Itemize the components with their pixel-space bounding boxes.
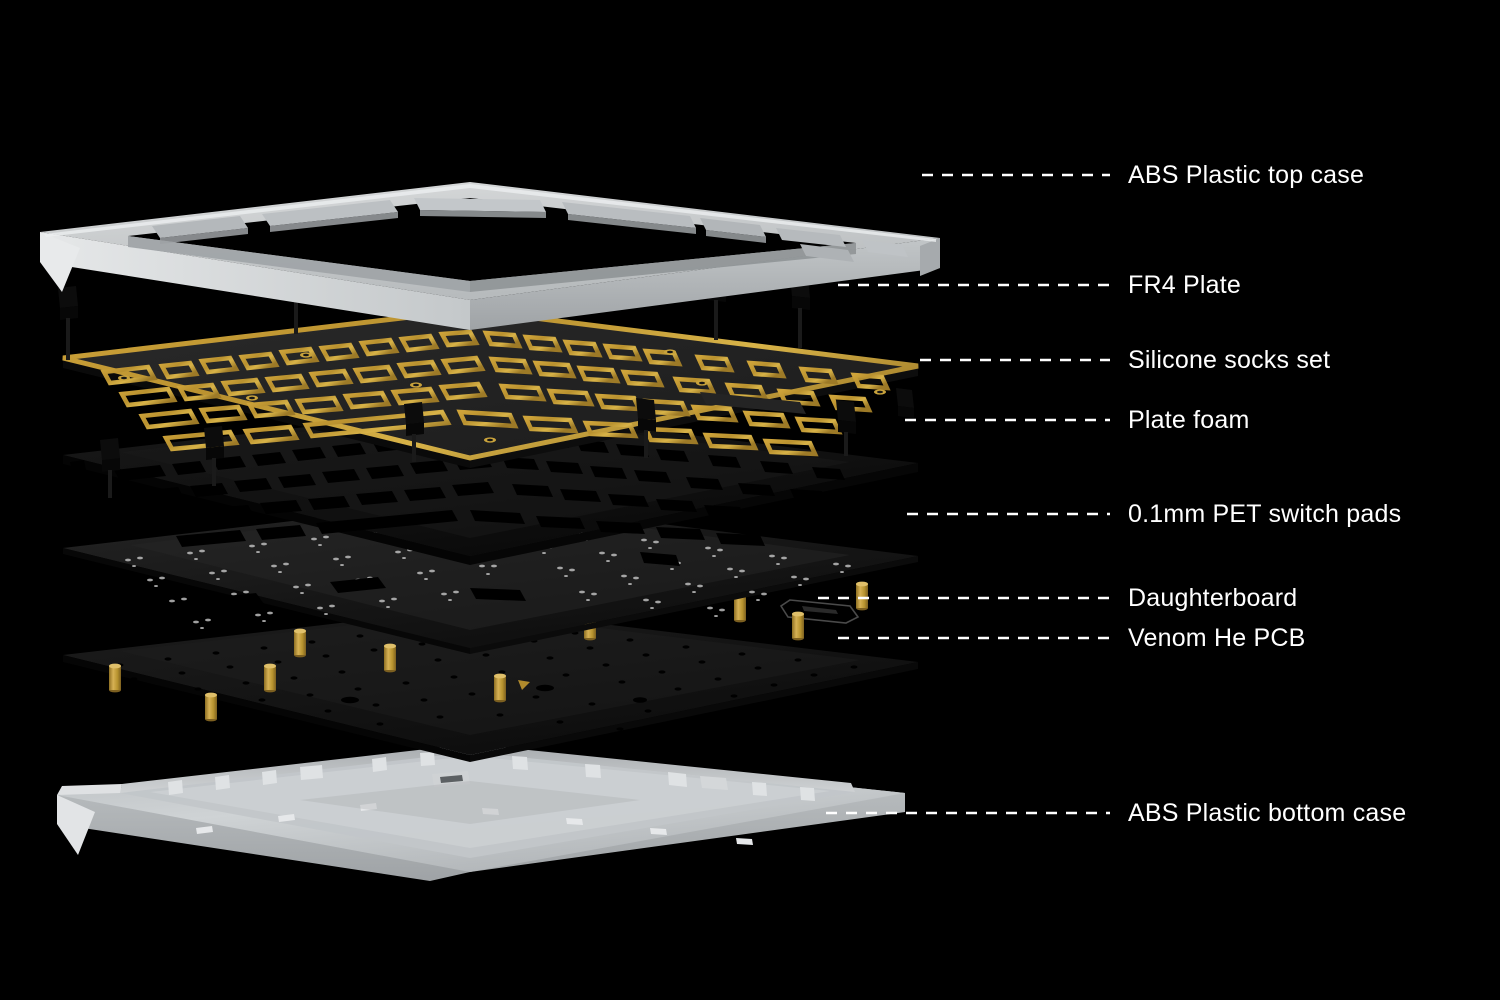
standoff xyxy=(494,673,506,703)
top-case-inner-front-wall xyxy=(128,236,470,292)
foam-right-edge xyxy=(470,463,918,565)
pcb-orientation-marker xyxy=(518,680,530,690)
pcb-via-holes xyxy=(116,622,872,740)
foam-edge-notch xyxy=(70,460,86,472)
plate-gold-border xyxy=(62,307,919,461)
layer-venom-he-pcb xyxy=(63,574,918,762)
bottom-case-inner-shadow xyxy=(300,781,640,824)
top-case-front-left-face xyxy=(40,232,470,330)
top-case-left-bevel xyxy=(40,232,80,292)
standoff xyxy=(384,643,396,673)
label-daughterboard: Daughterboard xyxy=(1128,584,1298,612)
bottom-case-left-bevel xyxy=(57,795,95,855)
bottom-case-floor-highlight xyxy=(150,756,830,848)
plate-solid-region xyxy=(700,392,806,414)
top-case-front-right-face xyxy=(470,238,940,330)
standoff xyxy=(856,581,868,611)
pet-right-edge xyxy=(470,556,918,654)
standoff xyxy=(205,692,217,722)
pet-cutouts xyxy=(148,552,680,616)
bottom-case-front-clips xyxy=(196,803,753,845)
layer-fr4-plate xyxy=(62,307,919,468)
top-case-rib-shadows xyxy=(160,210,766,244)
pcb-board-face xyxy=(63,608,918,755)
top-case-right-end-face xyxy=(920,238,940,276)
label-fr4-plate: FR4 Plate xyxy=(1128,271,1241,299)
top-case-internal-ribs xyxy=(152,198,908,262)
pcb-right-edge xyxy=(470,662,918,762)
top-case-inner-right-wall xyxy=(470,243,856,292)
standoff xyxy=(792,611,804,641)
label-venom-he-pcb: Venom He PCB xyxy=(1128,624,1306,652)
layer-plate-foam xyxy=(63,408,918,565)
plate-screw-holes xyxy=(118,349,886,443)
layer-abs-top-case xyxy=(40,182,940,330)
plate-substrate xyxy=(63,310,918,458)
pet-left-edge xyxy=(63,548,470,654)
layer-abs-bottom-case xyxy=(57,744,905,881)
standoff xyxy=(294,628,306,658)
leader-lines xyxy=(818,173,1110,815)
label-abs-top-case: ABS Plastic top case xyxy=(1128,161,1365,189)
standoff xyxy=(264,663,276,693)
label-abs-bottom-case: ABS Plastic bottom case xyxy=(1128,799,1407,827)
label-plate-foam: Plate foam xyxy=(1128,406,1250,434)
pcb-large-pads xyxy=(245,684,647,719)
label-pet-switch-pads: 0.1mm PET switch pads xyxy=(1128,500,1402,528)
daughterboard-footprint xyxy=(779,599,860,624)
foam-sheen xyxy=(120,413,850,538)
bottom-case-mounting-posts xyxy=(168,752,815,801)
standoff xyxy=(109,663,121,693)
bottom-case-usb-mount xyxy=(432,771,728,790)
pcb-left-edge xyxy=(63,655,470,762)
label-silicone-socks-set: Silicone socks set xyxy=(1128,346,1331,374)
bottom-case-left-wall xyxy=(57,784,122,795)
